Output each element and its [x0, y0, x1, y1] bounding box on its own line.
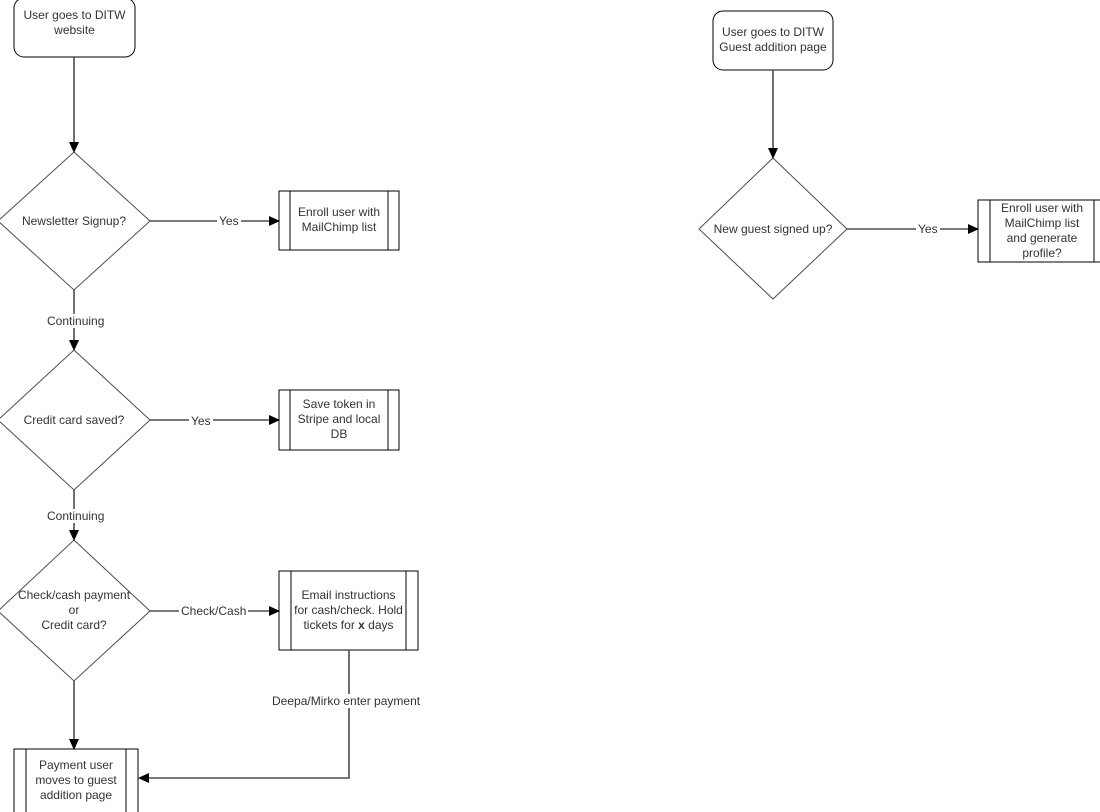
connector-credit-card-yes: [150, 415, 280, 425]
node-shape-stripe-process[interactable]: [278, 389, 400, 451]
node-shape-newsletter-decision[interactable]: [0, 151, 151, 291]
node-shape-right-start[interactable]: [712, 10, 834, 71]
connector-right-start-to-decision: [768, 70, 778, 159]
connector-new-guest-yes: [847, 224, 979, 234]
node-shape-new-guest-decision[interactable]: [698, 157, 848, 300]
node-shape-payment-decision[interactable]: [0, 539, 151, 682]
connector-start-to-newsletter: [69, 57, 79, 153]
node-shape-left-start[interactable]: [13, 0, 136, 58]
node-shape-mailchimp-profile-process[interactable]: [977, 199, 1100, 263]
edge-label-credit-card-yes: Yes: [189, 414, 213, 428]
node-shape-payment-user-process[interactable]: [13, 748, 139, 812]
connector-payment-to-guest-page: [69, 681, 79, 750]
connector-email-to-payment-user: [138, 650, 350, 783]
edge-label-deepa-mirko: Deepa/Mirko enter payment: [270, 694, 423, 708]
node-shape-mailchimp-process[interactable]: [278, 190, 400, 251]
edge-label-new-guest-yes: Yes: [916, 222, 940, 236]
node-shape-email-process[interactable]: [278, 570, 419, 651]
edge-label-newsletter-yes: Yes: [217, 214, 241, 228]
edge-label-continuing-2: Continuing: [45, 509, 107, 523]
edge-label-continuing-1: Continuing: [45, 314, 107, 328]
edge-label-check-cash: Check/Cash: [179, 604, 249, 618]
node-shape-credit-card-decision[interactable]: [0, 349, 151, 491]
connector-newsletter-yes: [150, 216, 280, 226]
